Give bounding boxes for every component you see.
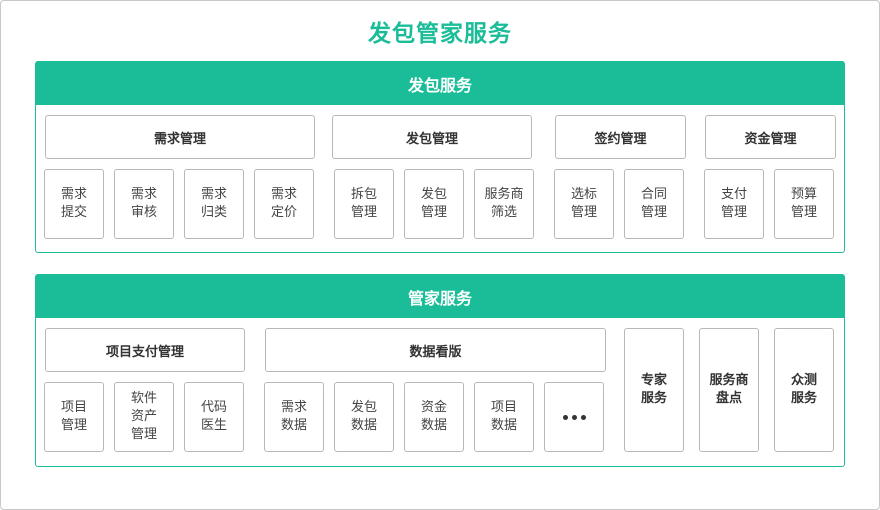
service-expert: 专家 服务 <box>624 328 684 452</box>
item-bid-selection: 选标 管理 <box>554 169 614 239</box>
outsourcing-panel: 发包服务 需求管理 发包管理 签约管理 资金管理 需求 提交 需求 审核 需求 … <box>35 61 845 253</box>
item-project-data: 项目 数据 <box>474 382 534 452</box>
item-provider-screening: 服务商 筛选 <box>474 169 534 239</box>
service-crowd-testing: 众测 服务 <box>774 328 834 452</box>
item-split-package: 拆包 管理 <box>334 169 394 239</box>
item-project-management: 项目 管理 <box>44 382 104 452</box>
category-outsourcing-management: 发包管理 <box>332 115 532 159</box>
item-code-doctor: 代码 医生 <box>184 382 244 452</box>
item-software-asset-management: 软件 资产 管理 <box>114 382 174 452</box>
item-demand-data: 需求 数据 <box>264 382 324 452</box>
category-data-dashboard: 数据看版 <box>265 328 606 372</box>
item-demand-submit: 需求 提交 <box>44 169 104 239</box>
item-outsourcing-management: 发包 管理 <box>404 169 464 239</box>
item-demand-pricing: 需求 定价 <box>254 169 314 239</box>
outsourcing-panel-header: 发包服务 <box>36 62 844 105</box>
butler-panel: 管家服务 项目支付管理 数据看版 项目 管理 软件 资产 管理 代码 医生 需求… <box>35 274 845 467</box>
item-fund-data: 资金 数据 <box>404 382 464 452</box>
butler-panel-header: 管家服务 <box>36 275 844 318</box>
category-demand-management: 需求管理 <box>45 115 315 159</box>
item-more <box>544 382 604 452</box>
item-demand-review: 需求 审核 <box>114 169 174 239</box>
item-outsourcing-data: 发包 数据 <box>334 382 394 452</box>
ellipsis-icon <box>562 414 586 420</box>
service-provider-inventory: 服务商 盘点 <box>699 328 759 452</box>
item-demand-classify: 需求 归类 <box>184 169 244 239</box>
item-payment-management: 支付 管理 <box>704 169 764 239</box>
category-fund-management: 资金管理 <box>705 115 836 159</box>
category-project-payment-management: 项目支付管理 <box>45 328 245 372</box>
item-contract-management: 合同 管理 <box>624 169 684 239</box>
item-budget-management: 预算 管理 <box>774 169 834 239</box>
diagram-title: 发包管家服务 <box>368 21 512 47</box>
category-contract-management: 签约管理 <box>555 115 686 159</box>
